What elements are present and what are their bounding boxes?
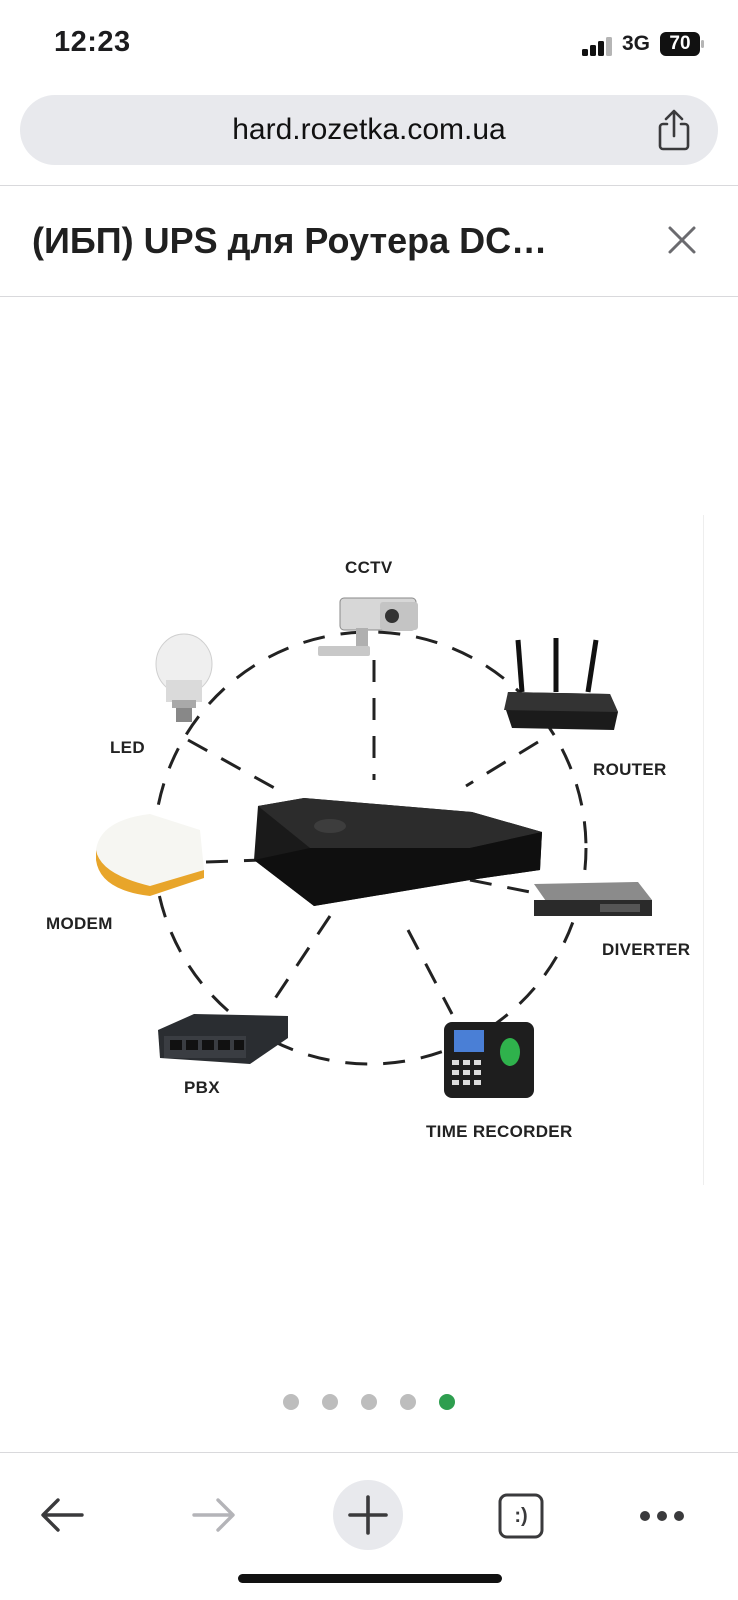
led-bulb-icon [155, 633, 213, 722]
divider [0, 185, 738, 186]
cctv-camera-icon [318, 597, 418, 656]
label-time-recorder: TIME RECORDER [426, 1122, 573, 1141]
battery-level: 70 [669, 33, 691, 54]
status-time: 12:23 [54, 26, 131, 58]
url-text[interactable]: hard.rozetka.com.ua [232, 113, 506, 146]
tabs-count-label: :) [514, 1505, 528, 1527]
pagination-dot[interactable] [283, 1394, 299, 1410]
ups-device-icon [254, 798, 542, 906]
network-label: 3G [622, 32, 651, 55]
label-diverter: DIVERTER [602, 940, 691, 959]
close-icon[interactable] [664, 222, 700, 258]
pagination-dot[interactable] [361, 1394, 377, 1410]
status-bar: 12:23 3G 70 [0, 0, 738, 88]
home-indicator [238, 1574, 502, 1583]
dashed-spokes [187, 660, 541, 1015]
back-arrow-icon[interactable] [38, 1495, 86, 1535]
label-pbx: PBX [184, 1078, 220, 1097]
diverter-icon [534, 882, 652, 916]
label-modem: MODEM [46, 914, 113, 933]
bottom-toolbar: :) [0, 1453, 738, 1600]
divider [0, 296, 738, 297]
page-title: (ИБП) UPS для Роутера DC… [32, 220, 548, 261]
share-icon[interactable] [654, 109, 694, 151]
pagination-dot-active[interactable] [439, 1394, 455, 1410]
divider [0, 1452, 738, 1453]
label-cctv: CCTV [345, 558, 393, 577]
battery-icon [660, 32, 704, 56]
label-led: LED [110, 738, 145, 757]
connection-diagram [96, 597, 652, 1098]
dashed-ring [152, 630, 588, 1066]
pagination-dot[interactable] [400, 1394, 416, 1410]
plus-icon[interactable] [332, 1479, 404, 1551]
time-recorder-icon [444, 1022, 534, 1098]
image-edge [703, 515, 704, 1185]
signal-icon [582, 37, 612, 56]
forward-arrow-icon[interactable] [190, 1495, 238, 1535]
router-icon [504, 638, 618, 730]
tabs-icon[interactable] [498, 1493, 544, 1539]
address-bar[interactable]: hard.rozetka.com.ua [20, 95, 718, 165]
pagination-dot[interactable] [322, 1394, 338, 1410]
modem-icon [96, 814, 204, 896]
pagination-dots [0, 1390, 738, 1414]
more-dots-icon[interactable] [638, 1509, 686, 1523]
product-image[interactable] [0, 510, 738, 1190]
pbx-switch-icon [158, 1014, 288, 1064]
label-router: ROUTER [593, 760, 667, 779]
